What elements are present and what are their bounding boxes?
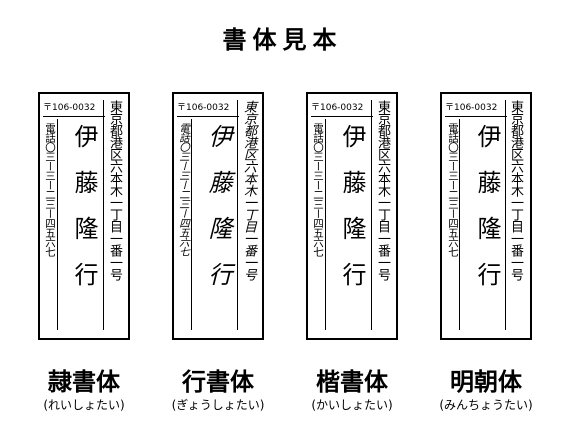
- stamp-sample-gyosho: 〒106-0032 東京都港区六本木一丁目一番一号 電話〇三ー三ー二三ー四五六七…: [172, 92, 264, 340]
- name-text: 伊藤隆行: [473, 124, 499, 308]
- phone-text: 電話〇三ー三ー二三ー四五六七: [178, 123, 190, 256]
- address-text: 東京都港区六本木一丁目一番一号: [509, 100, 524, 280]
- phone-text: 電話〇三ー三ー二三ー四五六七: [44, 123, 56, 256]
- name-column: 伊藤隆行: [198, 124, 238, 330]
- address-text: 東京都港区六本木一丁目一番一号: [107, 100, 122, 280]
- style-reading-kaisho: (かいしょたい): [311, 398, 393, 412]
- name-text: 伊藤隆行: [70, 124, 98, 308]
- style-reading-reisho: (れいしょたい): [43, 398, 125, 412]
- stamp-sample-kaisho: 〒106-0032 東京都港区六本木一丁目一番一号 電話〇三ー三ー二三ー四五六七…: [306, 92, 398, 340]
- stamp-sample-reisho: 〒106-0032 東京都港区六本木一丁目一番一号 電話〇三ー三ー二三ー四五六七…: [38, 92, 130, 340]
- postal-code: 〒106-0032: [43, 100, 105, 117]
- name-column: 伊藤隆行: [332, 124, 372, 330]
- style-reading-mincho: (みんちょうたい): [439, 398, 533, 412]
- address-text: 東京都港区六本木一丁目一番一号: [241, 100, 256, 280]
- phone-text: 電話〇三ー三ー二三ー四五六七: [312, 123, 324, 256]
- style-name-gyosho: 行書体: [182, 368, 254, 396]
- phone-column: 電話〇三ー三ー二三ー四五六七: [43, 119, 58, 330]
- page-title: 書体見本: [222, 26, 343, 54]
- postal-code: 〒106-0032: [445, 100, 507, 117]
- name-column: 伊藤隆行: [466, 124, 506, 330]
- name-text: 伊藤隆行: [338, 124, 366, 308]
- address-column: 東京都港区六本木一丁目一番一号: [371, 100, 392, 330]
- address-text: 東京都港区六本木一丁目一番一号: [375, 100, 390, 280]
- style-name-kaisho: 楷書体: [316, 368, 388, 396]
- address-column: 東京都港区六本木一丁目一番一号: [505, 100, 526, 330]
- postal-code: 〒106-0032: [177, 100, 239, 117]
- phone-column: 電話〇三ー三ー二三ー四五六七: [177, 119, 192, 330]
- stamp-sample-mincho: 〒106-0032 東京都港区六本木一丁目一番一号 電話〇三ー三ー二三ー四五六七…: [440, 92, 532, 340]
- phone-column: 電話〇三ー三ー二三ー四五六七: [311, 119, 326, 330]
- style-name-reisho: 隷書体: [48, 368, 120, 396]
- address-column: 東京都港区六本木一丁目一番一号: [237, 100, 258, 330]
- address-column: 東京都港区六本木一丁目一番一号: [103, 100, 124, 330]
- postal-code: 〒106-0032: [311, 100, 373, 117]
- name-text: 伊藤隆行: [204, 124, 232, 308]
- name-column: 伊藤隆行: [64, 124, 104, 330]
- style-name-mincho: 明朝体: [450, 368, 522, 396]
- style-reading-gyosho: (ぎょうしょたい): [171, 398, 265, 412]
- phone-column: 電話〇三ー三ー二三ー四五六七: [445, 119, 460, 330]
- phone-text: 電話〇三ー三ー二三ー四五六七: [447, 123, 458, 256]
